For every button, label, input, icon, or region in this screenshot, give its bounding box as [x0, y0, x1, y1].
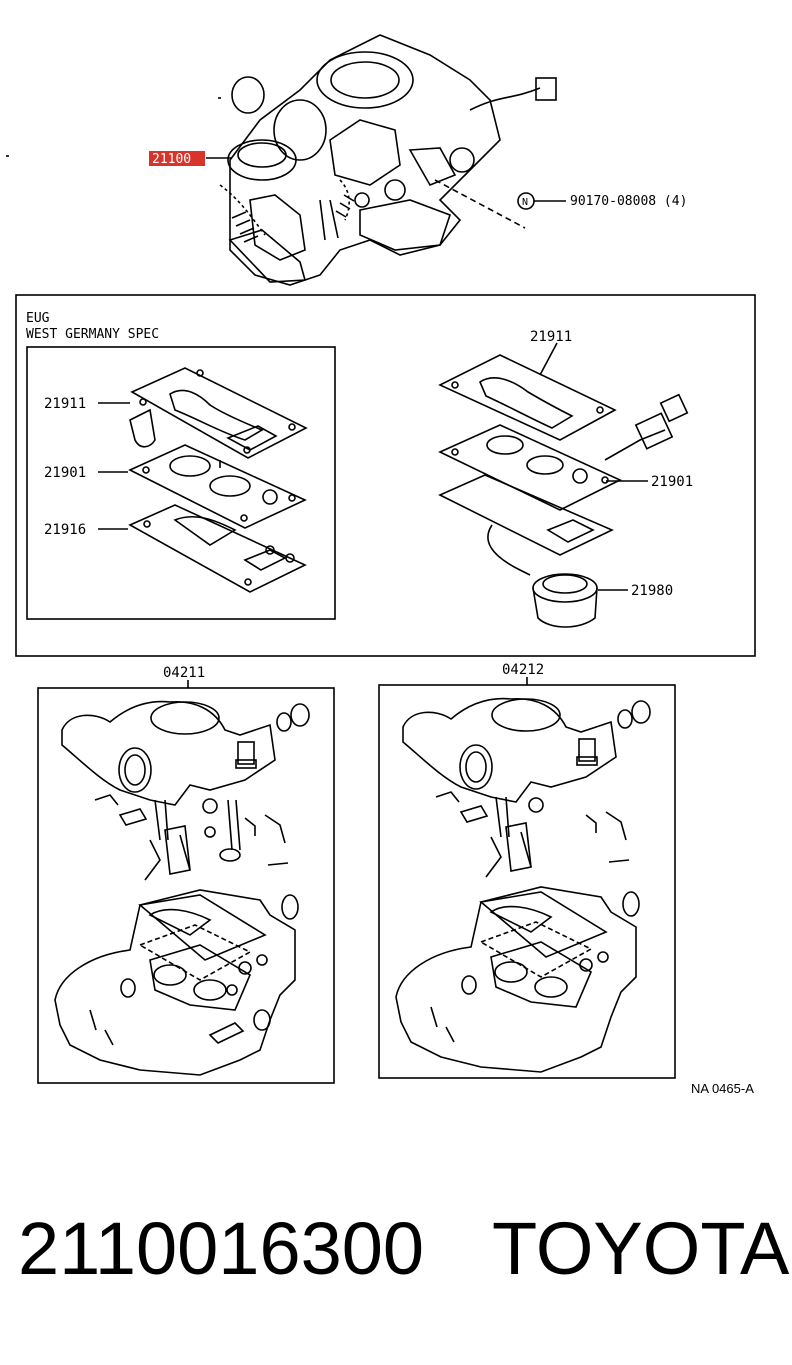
part-number: 2110016300 — [18, 1207, 425, 1290]
spec-line2: WEST GERMANY SPEC — [26, 327, 159, 342]
kit-right-box — [378, 684, 676, 1079]
label-right-bottom: 21980 — [631, 583, 673, 599]
label-right-mid: 21901 — [651, 474, 693, 490]
kit-left-label: 04211 — [163, 665, 205, 681]
bolt-label: 90170-08008 (4) — [570, 194, 687, 209]
spec-line1: EUG — [26, 311, 50, 326]
kit-right-parts — [395, 697, 651, 1073]
gasket-stack-left — [128, 367, 308, 593]
spec-box — [15, 294, 756, 657]
label-right-top: 21911 — [530, 329, 572, 345]
kit-right-label: 04212 — [502, 662, 544, 678]
spec-inner-box — [26, 346, 336, 620]
label-left-3: 21916 — [44, 522, 86, 538]
label-left-2: 21901 — [44, 465, 86, 481]
parts-diagram: 21100 N 90170-08008 (4) EUG WEST GERMANY… — [6, 34, 756, 1096]
kit-left-box — [37, 687, 335, 1084]
gasket-stack-right — [438, 354, 689, 628]
bolt-marker: N — [522, 197, 528, 208]
leader-r1 — [539, 342, 558, 376]
main-part-label: 21100 — [152, 152, 191, 167]
carburetor-assembly — [6, 34, 557, 286]
bolt-leader — [434, 179, 526, 229]
reference-code: NA 0465-A — [691, 1081, 754, 1096]
label-left-1: 21911 — [44, 396, 86, 412]
kit-left-parts — [54, 700, 310, 1076]
brand-name: TOYOTA — [492, 1207, 790, 1290]
highlight-box — [149, 151, 205, 166]
